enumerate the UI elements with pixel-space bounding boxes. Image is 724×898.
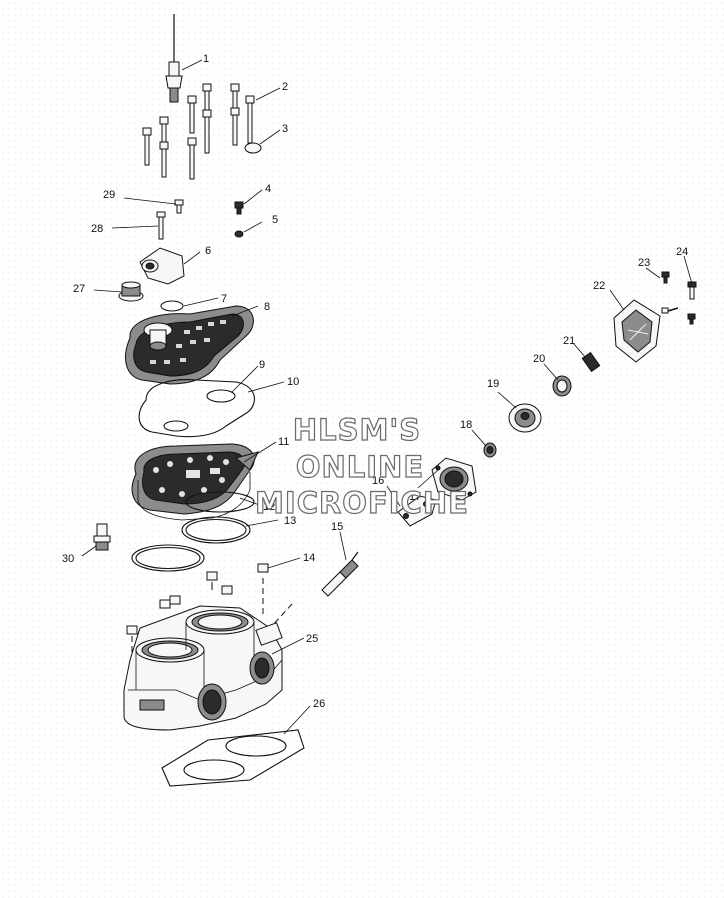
callout-4: 4 xyxy=(265,183,271,195)
callout-14: 14 xyxy=(303,552,315,564)
callout-28: 28 xyxy=(91,223,103,235)
callout-13: 13 xyxy=(284,515,296,527)
part-3-washer xyxy=(244,142,262,154)
part-13-cylinder-gasket xyxy=(131,516,251,572)
callout-1: 1 xyxy=(203,53,209,65)
watermark: HLSM'S ONLINE MICROFICHE xyxy=(254,412,469,520)
part-26-base-gasket xyxy=(161,729,305,787)
callout-15: 15 xyxy=(331,521,343,533)
callout-29: 29 xyxy=(103,189,115,201)
callout-20: 20 xyxy=(533,353,545,365)
callout-30: 30 xyxy=(62,553,74,565)
part-4-bolt xyxy=(234,201,244,215)
watermark-line-1: HLSM'S xyxy=(293,413,421,447)
part-17-pump-housing xyxy=(431,457,477,501)
watermark-line-3: MICROFICHE xyxy=(255,486,469,520)
part-25-cylinder-block xyxy=(123,605,283,731)
callout-27: 27 xyxy=(73,283,85,295)
part-30-fitting xyxy=(93,523,111,551)
part-22-pump-cover xyxy=(613,299,661,363)
callout-22: 22 xyxy=(593,280,605,292)
part-28-screw xyxy=(156,211,166,240)
callout-5: 5 xyxy=(272,214,278,226)
part-7-o-ring xyxy=(160,300,184,312)
callout-26: 26 xyxy=(313,698,325,710)
leader-lines xyxy=(81,59,693,735)
callout-6: 6 xyxy=(205,245,211,257)
callout-23: 23 xyxy=(638,257,650,269)
callout-12: 12 xyxy=(263,501,275,513)
callout-9: 9 xyxy=(259,359,265,371)
part-12-cylinder-gasket xyxy=(185,491,255,513)
callout-17: 17 xyxy=(409,491,421,503)
part-21-spring xyxy=(581,351,601,373)
callout-3: 3 xyxy=(282,123,288,135)
part-5-nut xyxy=(234,230,244,238)
callout-11: 11 xyxy=(278,436,289,448)
part-23-screws xyxy=(661,271,696,325)
callout-labels: 1 2 3 4 5 6 7 8 9 10 11 12 13 14 15 16 1… xyxy=(62,53,688,710)
callout-24: 24 xyxy=(676,246,688,258)
part-16-gasket xyxy=(397,495,437,527)
callout-10: 10 xyxy=(287,376,299,388)
part-20-bearing xyxy=(552,375,572,397)
part-24-bolt xyxy=(687,281,697,300)
callout-2: 2 xyxy=(282,81,288,93)
part-29-screw xyxy=(174,199,184,214)
part-6-thermostat-housing xyxy=(139,247,185,285)
watermark-line-2: ONLINE xyxy=(296,450,424,484)
callout-8: 8 xyxy=(264,301,270,313)
part-15-spark-plug xyxy=(321,551,359,597)
part-10-head-gasket xyxy=(138,379,255,438)
callout-18: 18 xyxy=(460,419,472,431)
part-27-thermostat xyxy=(118,281,144,302)
callout-16: 16 xyxy=(372,475,384,487)
part-2-head-bolts xyxy=(142,83,255,180)
part-8-head-cover xyxy=(125,305,254,385)
callout-21: 21 xyxy=(563,335,575,347)
callout-25: 25 xyxy=(306,633,318,645)
callout-19: 19 xyxy=(487,378,499,390)
part-19-impeller xyxy=(508,403,542,433)
part-9-o-ring xyxy=(163,389,236,432)
callout-7: 7 xyxy=(221,293,227,305)
part-1-temperature-sensor xyxy=(165,14,183,103)
part-18-seal xyxy=(483,442,497,458)
